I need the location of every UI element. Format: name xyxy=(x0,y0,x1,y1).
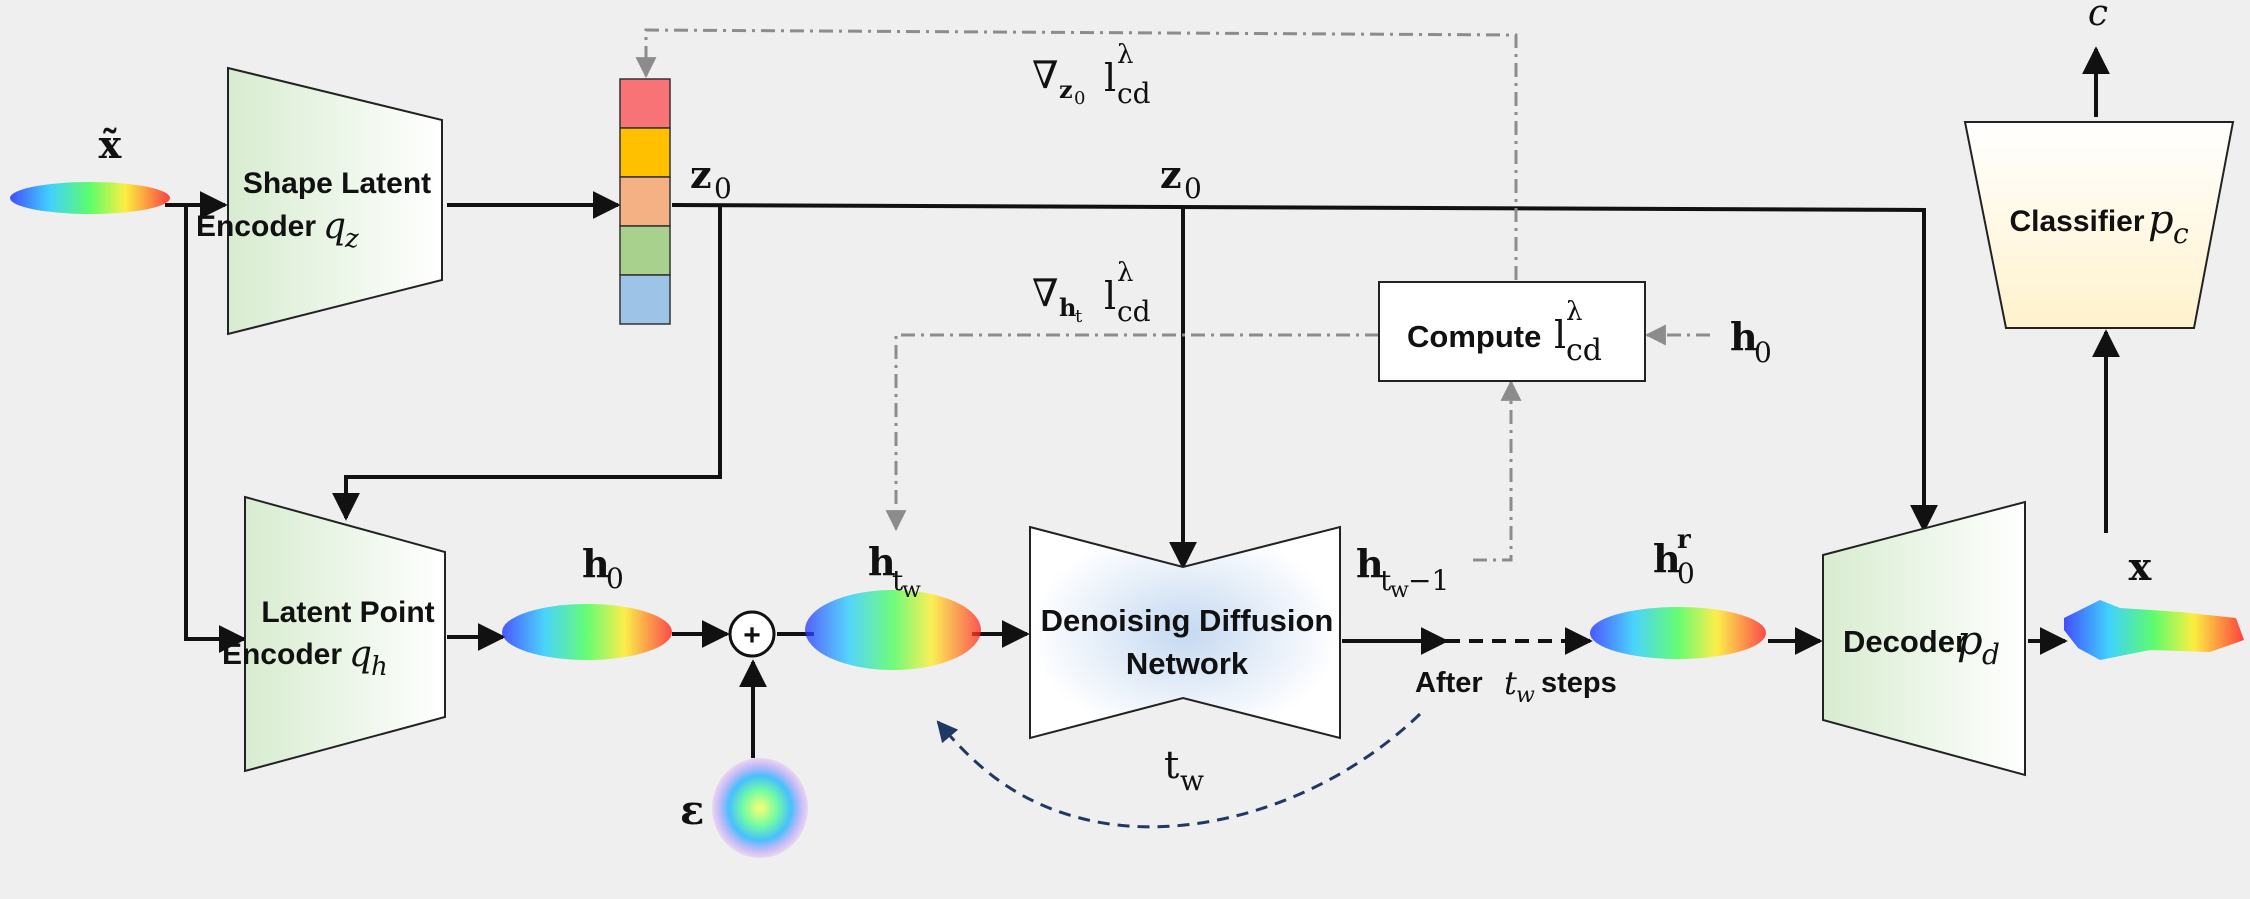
decoder-subscript: d xyxy=(1982,638,2000,671)
label-h0-compute: h xyxy=(1730,314,1758,359)
compute-subscript: cd xyxy=(1566,333,1602,368)
label-grad-ht-nabla: ∇ xyxy=(1032,271,1059,315)
point-encoder-subscript: h xyxy=(371,652,388,682)
classifier-label: Classifier xyxy=(2009,205,2144,238)
denoiser-bowtie xyxy=(1029,525,1341,740)
compute-l: l xyxy=(1554,313,1566,357)
label-htw-sub: t xyxy=(892,564,904,597)
point-encoder-trapezoid xyxy=(244,495,446,773)
math-labels: x̃ c x z 0 z 0 h 0 h 0 h t w h t w −1 h … xyxy=(99,0,2152,834)
point-encoder-symbol: q xyxy=(349,634,372,675)
label-grad-ht-sup: λ xyxy=(1117,258,1133,288)
arrow-tw-loop xyxy=(936,712,1422,829)
label-grad-z0-sub: z xyxy=(1059,75,1073,104)
label-grad-ht-l: l xyxy=(1104,274,1116,318)
label-htw1: h xyxy=(1356,541,1384,586)
label-htw-subsub: w xyxy=(902,578,921,603)
label-h0r-sub: 0 xyxy=(1677,557,1695,590)
shape-encoder-trapezoid xyxy=(227,66,443,336)
arrow-htw1-to-compute xyxy=(1473,379,1522,562)
compute-loss-box: Compute l λ cd xyxy=(1378,281,1646,382)
plus-circle xyxy=(728,610,776,658)
arrow-z0-to-decoder xyxy=(671,203,1938,533)
compute-superscript: λ xyxy=(1566,297,1582,327)
arrow-grad-z0-feedback xyxy=(635,28,1518,280)
decoder-symbol: p xyxy=(1957,618,1983,664)
label-epsilon: ε xyxy=(680,787,704,834)
shape-encoder-line1: Shape Latent xyxy=(243,167,431,200)
label-htw1-subsub: w xyxy=(1390,578,1409,603)
classifier: Classifier p c xyxy=(1963,121,2235,329)
latent-cell xyxy=(619,176,671,227)
label-c: c xyxy=(2088,0,2108,34)
classifier-symbol: p xyxy=(2148,197,2174,243)
plus-node: + xyxy=(728,610,776,658)
latent-cell xyxy=(619,127,671,178)
label-htw1-minus-one: −1 xyxy=(1408,564,1449,597)
arrow-input-to-point-encoder xyxy=(184,205,247,653)
label-tw: t xyxy=(1164,743,1179,787)
label-htw: h xyxy=(868,539,896,584)
label-x-tilde: x̃ xyxy=(99,122,122,167)
label-htw1-sub: t xyxy=(1380,564,1392,597)
label-after-suffix: steps xyxy=(1541,667,1617,699)
point-encoder-line1: Latent Point xyxy=(261,596,434,629)
label-z0-center-sub: 0 xyxy=(1184,172,1202,205)
label-grad-z0-nabla: ∇ xyxy=(1032,53,1059,97)
denoiser-line2: Network xyxy=(1126,646,1249,681)
denoiser-line1: Denoising Diffusion xyxy=(1041,603,1334,638)
point-clouds xyxy=(10,182,2244,858)
gradient-feedback-lines xyxy=(635,28,1710,562)
label-after-var-sub: w xyxy=(1516,683,1535,708)
label-h0-compute-sub: 0 xyxy=(1754,336,1772,369)
denoising-diffusion-network: Denoising Diffusion Network xyxy=(1029,525,1341,740)
shape-encoder-line2: Encoder xyxy=(196,210,316,243)
label-grad-ht-subsub: t xyxy=(1075,306,1083,327)
classifier-subscript: c xyxy=(2173,217,2189,250)
decoder-trapezoid xyxy=(1822,500,2026,777)
label-grad-z0-sup: λ xyxy=(1117,40,1133,70)
label-h0-sub: 0 xyxy=(606,562,624,595)
label-h0r-sup: r xyxy=(1677,525,1691,555)
flow-arrows xyxy=(165,46,2120,758)
noise-point-cloud xyxy=(712,758,808,858)
decoder: Decoder p d xyxy=(1822,500,2026,777)
compute-box-rect xyxy=(1378,281,1646,382)
label-h0: h xyxy=(582,541,610,586)
label-after-prefix: After xyxy=(1415,667,1483,699)
arrow-grad-ht-feedback xyxy=(885,333,1379,532)
label-grad-z0-l: l xyxy=(1104,56,1116,100)
label-z0-left: z xyxy=(690,152,712,197)
shape-latent-encoder: Shape Latent Encoder q z xyxy=(196,66,443,336)
arrow-z0-to-point-encoder xyxy=(332,205,722,521)
h0-point-cloud xyxy=(502,604,672,660)
label-tw-sub: w xyxy=(1180,764,1204,797)
output-point-cloud xyxy=(2064,600,2244,660)
latent-vector xyxy=(619,78,671,325)
latent-cell xyxy=(619,78,671,129)
htw-point-cloud xyxy=(805,590,981,670)
point-encoder-line2: Encoder xyxy=(222,638,342,671)
plus-sign: + xyxy=(743,619,761,652)
label-grad-z0-subsub: 0 xyxy=(1074,88,1085,109)
label-x-out: x xyxy=(2129,544,2152,589)
label-grad-z0-subcd: cd xyxy=(1117,77,1151,110)
latent-cell xyxy=(619,274,671,325)
compute-label: Compute xyxy=(1407,319,1541,354)
label-z0-left-sub: 0 xyxy=(714,172,732,205)
label-h0r: h xyxy=(1653,536,1681,581)
classifier-trapezoid xyxy=(1963,121,2235,329)
label-grad-ht-sub: h xyxy=(1059,293,1076,322)
decoder-label: Decoder xyxy=(1843,624,1967,659)
label-after-var: t xyxy=(1504,664,1517,702)
latent-cell xyxy=(619,225,671,276)
h0r-point-cloud xyxy=(1590,607,1766,659)
label-z0-center: z xyxy=(1160,152,1182,197)
latent-point-encoder: Latent Point Encoder q h xyxy=(222,495,446,773)
input-point-cloud xyxy=(10,182,170,214)
label-grad-ht-subcd: cd xyxy=(1117,295,1151,328)
shape-encoder-subscript: z xyxy=(344,224,359,254)
shape-encoder-symbol: q xyxy=(323,206,346,247)
